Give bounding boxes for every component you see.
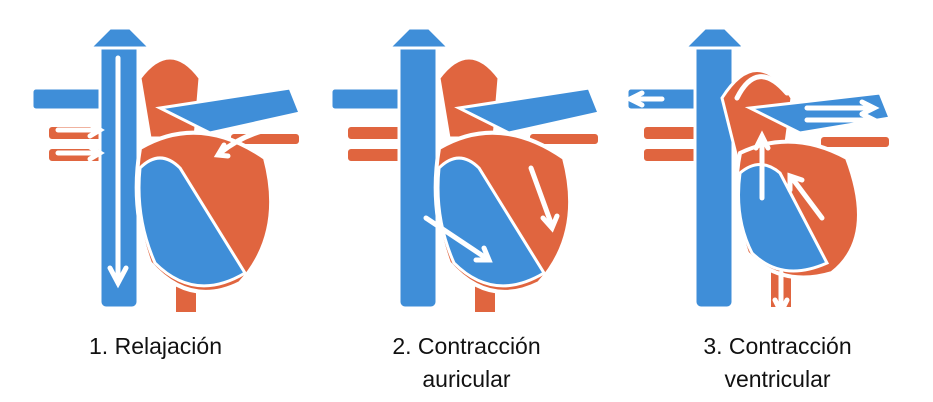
caption-line-1: 3. Contracción (622, 330, 933, 363)
heart-shape (627, 28, 890, 308)
caption-ventricular-contraction: 3. Contracción ventricular (622, 330, 933, 396)
heart-shape (32, 28, 300, 313)
caption-line-2: ventricular (622, 363, 933, 396)
caption-line-2: auricular (311, 363, 622, 396)
caption-relaxation: 1. Relajación (0, 330, 311, 363)
panel-atrial-contraction: 2. Contracción auricular (311, 0, 622, 402)
heart-relaxation-illustration (0, 18, 311, 318)
heart-atrial-contraction-illustration (311, 18, 622, 318)
panel-ventricular-contraction: 3. Contracción ventricular (622, 0, 933, 402)
heart-ventricular-contraction-illustration (622, 18, 933, 318)
heart-shape (331, 28, 599, 313)
caption-line-1: 1. Relajación (0, 330, 311, 363)
caption-atrial-contraction: 2. Contracción auricular (311, 330, 622, 396)
panel-relaxation: 1. Relajación (0, 0, 311, 402)
caption-line-1: 2. Contracción (311, 330, 622, 363)
